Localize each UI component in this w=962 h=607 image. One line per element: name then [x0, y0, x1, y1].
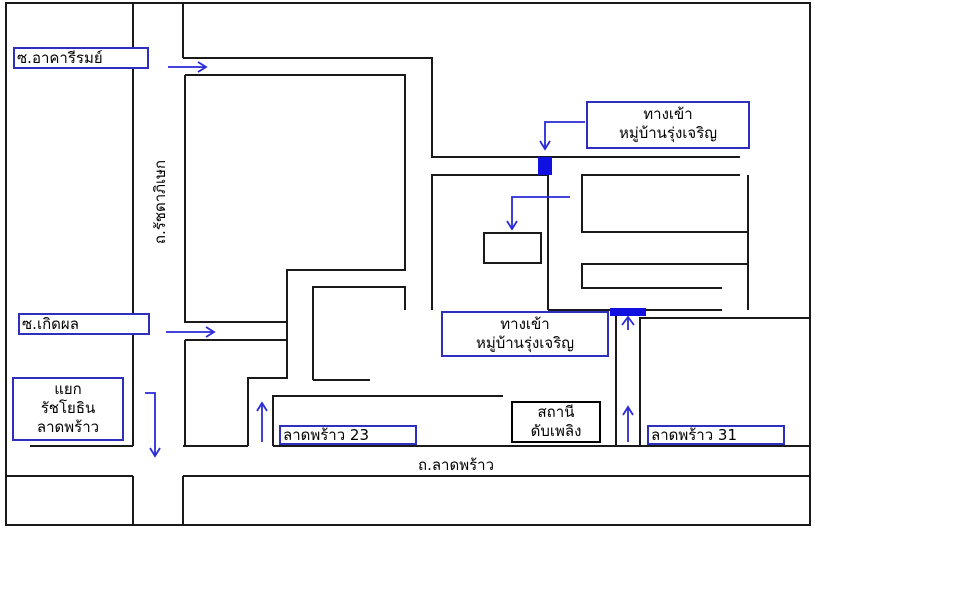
intersection-label: แยก รัชโยธิน ลาดพร้าว	[12, 377, 124, 441]
intersection-line3: ลาดพร้าว	[36, 418, 100, 436]
entrance-top-label: ทางเข้า หมู่บ้านรุ่งเจริญ	[586, 101, 750, 149]
fire-station-line2: ดับเพลิง	[530, 422, 582, 440]
entrance-bottom-line1: ทางเข้า	[500, 315, 550, 333]
intersection-line2: รัชโยธิน	[40, 399, 96, 417]
lat-phrao-31-label: ลาดพร้าว 31	[647, 425, 785, 445]
road-lines	[6, 3, 810, 525]
ratchadaphisek-label: ถ.รัชดาภิเษก	[151, 159, 169, 245]
entrance-marker-bottom	[610, 308, 646, 316]
soi-arakarom-label: ซ.อาคารีรมย์	[13, 47, 149, 69]
direction-arrows	[145, 61, 635, 458]
map-frame	[5, 2, 811, 526]
entrance-top-line1: ทางเข้า	[643, 105, 693, 123]
entrance-bottom-label: ทางเข้า หมู่บ้านรุ่งเจริญ	[441, 311, 609, 357]
intersection-line1: แยก	[54, 380, 82, 398]
lat-phrao-23-label: ลาดพร้าว 23	[279, 425, 417, 445]
fire-station-label: สถานี ดับเพลิง	[511, 401, 601, 443]
lat-phrao-road-label: ถ.ลาดพร้าว	[418, 456, 494, 474]
soi-kerdphon-label: ซ.เกิดผล	[18, 313, 150, 335]
entrance-marker-top	[538, 157, 552, 175]
entrance-top-line2: หมู่บ้านรุ่งเจริญ	[618, 124, 718, 142]
entrance-bottom-line2: หมู่บ้านรุ่งเจริญ	[475, 334, 575, 352]
house-building	[483, 232, 542, 264]
fire-station-line1: สถานี	[537, 403, 575, 421]
